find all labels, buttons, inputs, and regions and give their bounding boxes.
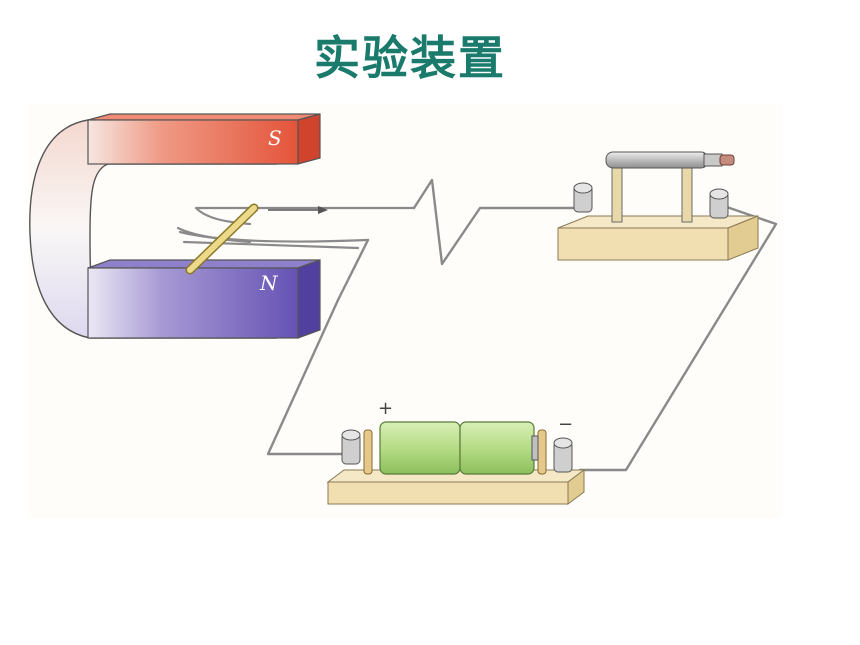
slide-title: 实验装置: [314, 31, 506, 85]
south-pole-label: S: [268, 126, 282, 150]
battery-stand: + −: [326, 398, 586, 505]
circuit-wires: [266, 178, 778, 472]
experiment-figure: S N: [28, 104, 781, 518]
terminal-right: [709, 188, 729, 219]
galvanometer-stand: [557, 151, 759, 261]
battery-terminal-left: [341, 429, 361, 465]
battery-negative-label: −: [558, 414, 573, 435]
metal-rod-highlight: [187, 205, 257, 273]
motion-arrow: [268, 206, 328, 214]
north-pole-label: N: [259, 271, 279, 295]
south-pole-arm: [87, 113, 321, 165]
north-pole-arm: [87, 259, 321, 339]
terminal-left: [573, 182, 593, 213]
apparatus-diagram: S N: [29, 113, 778, 505]
battery-positive-label: +: [378, 398, 393, 419]
battery-cells: [379, 421, 539, 475]
horseshoe-magnet: S N: [29, 113, 321, 339]
battery-terminal-right: [553, 437, 573, 473]
